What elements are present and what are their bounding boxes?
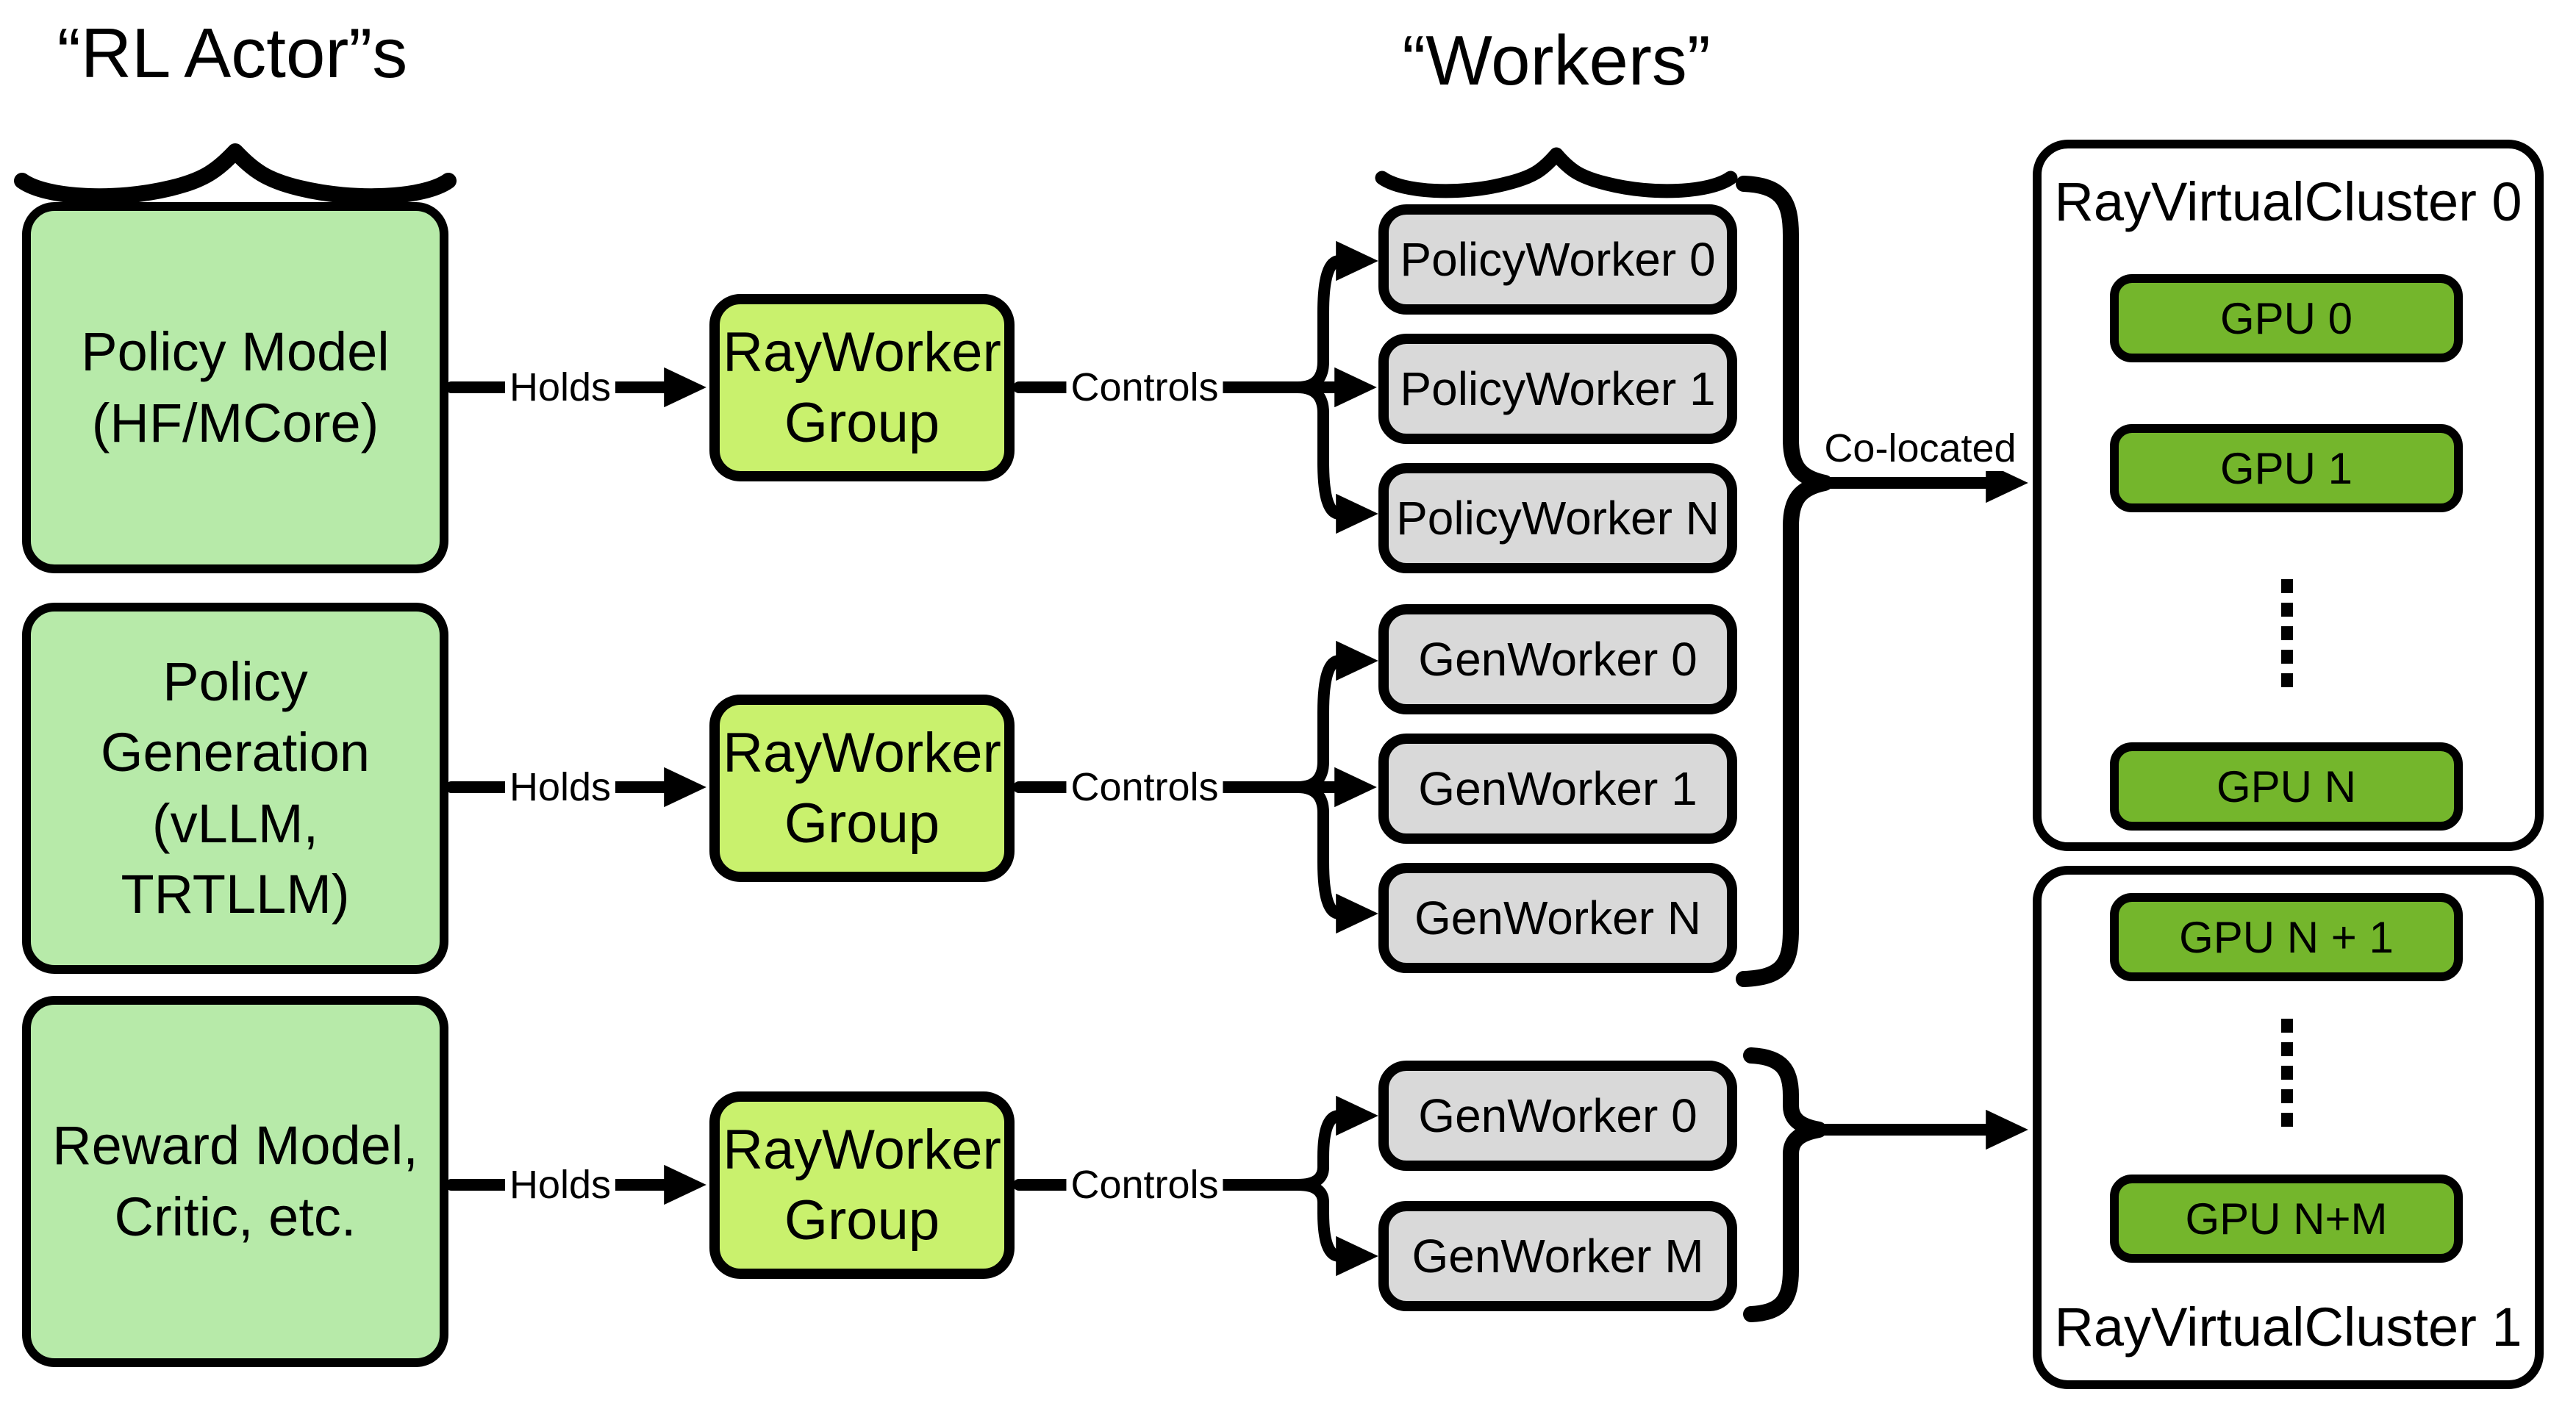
gpu-0-box: GPU 0 bbox=[2110, 274, 2463, 362]
policy-model-box: Policy Model (HF/MCore) bbox=[22, 202, 448, 573]
policy-generation-line2: Generation bbox=[100, 722, 371, 783]
rwg2-line2: Group bbox=[784, 792, 940, 855]
gen-worker-1-box: GenWorker 1 bbox=[1378, 734, 1737, 844]
gen-worker-0-label: GenWorker 0 bbox=[1418, 633, 1697, 686]
controls-branch-3-up bbox=[1292, 1095, 1378, 1191]
policy-worker-0-box: PolicyWorker 0 bbox=[1378, 204, 1737, 315]
colocated-brace-small bbox=[1743, 1047, 1827, 1322]
holds-label-1: Holds bbox=[504, 365, 616, 410]
controls-branch-1-down bbox=[1292, 381, 1378, 534]
ray-worker-group-box-2: RayWorker Group bbox=[709, 695, 1015, 882]
gen-worker-m-label: GenWorker M bbox=[1412, 1230, 1704, 1283]
controls-branch-3-down bbox=[1292, 1179, 1378, 1277]
holds-label-3: Holds bbox=[504, 1162, 616, 1208]
ellipsis-dots-cluster-0 bbox=[2281, 579, 2293, 687]
gpu-0-label: GPU 0 bbox=[2219, 293, 2353, 343]
reward-model-line2: Critic, etc. bbox=[114, 1186, 357, 1247]
gpu-1-box: GPU 1 bbox=[2110, 424, 2463, 512]
gen-worker-n-label: GenWorker N bbox=[1414, 892, 1702, 944]
gen-worker-n-box: GenWorker N bbox=[1378, 863, 1737, 973]
controls-branch-1-up bbox=[1292, 240, 1378, 393]
rwg2-line1: RayWorker bbox=[723, 721, 1001, 784]
rwg1-line2: Group bbox=[784, 391, 940, 454]
policy-worker-0-label: PolicyWorker 0 bbox=[1400, 233, 1716, 286]
policy-generation-line3: (vLLM, TRTLLM) bbox=[121, 792, 350, 925]
holds-label-2: Holds bbox=[504, 764, 616, 810]
rl-actors-title: “RL Actor”s bbox=[57, 14, 408, 93]
workers-brace bbox=[1375, 147, 1738, 198]
policy-worker-n-box: PolicyWorker N bbox=[1378, 463, 1737, 573]
ray-virtual-cluster-0-title: RayVirtualCluster 0 bbox=[2054, 171, 2522, 232]
gpu-1-label: GPU 1 bbox=[2219, 443, 2353, 493]
co-located-label: Co-located bbox=[1820, 426, 2021, 471]
policy-model-line2: (HF/MCore) bbox=[91, 392, 379, 453]
policy-generation-line1: Policy bbox=[162, 651, 308, 713]
ray-worker-group-box-3: RayWorker Group bbox=[709, 1091, 1015, 1279]
controls-branch-2-up bbox=[1292, 640, 1378, 793]
actors-brace bbox=[14, 143, 457, 205]
gen-worker-0-box: GenWorker 0 bbox=[1378, 604, 1737, 714]
gpu-n-plus-1-label: GPU N + 1 bbox=[2179, 912, 2394, 962]
controls-label-2: Controls bbox=[1066, 764, 1223, 810]
gen-worker-m-box: GenWorker M bbox=[1378, 1201, 1737, 1311]
controls-branch-2-down bbox=[1292, 781, 1378, 934]
gpu-n-box: GPU N bbox=[2110, 742, 2463, 831]
gpu-n-plus-1-box: GPU N + 1 bbox=[2110, 893, 2463, 981]
ellipsis-dots-cluster-1 bbox=[2281, 1019, 2293, 1127]
reward-model-line1: Reward Model, bbox=[52, 1115, 418, 1177]
ray-virtual-cluster-1-title: RayVirtualCluster 1 bbox=[2054, 1297, 2522, 1358]
rwg3-line1: RayWorker bbox=[723, 1118, 1001, 1181]
colocated-brace-large bbox=[1736, 176, 1833, 987]
controls-label-3: Controls bbox=[1066, 1162, 1223, 1208]
policy-worker-1-box: PolicyWorker 1 bbox=[1378, 334, 1737, 444]
gpu-n-label: GPU N bbox=[2216, 761, 2357, 811]
ray-worker-group-box-1: RayWorker Group bbox=[709, 294, 1015, 481]
policy-model-line1: Policy Model bbox=[81, 321, 390, 383]
rwg1-line1: RayWorker bbox=[723, 320, 1001, 384]
gpu-n-plus-m-box: GPU N+M bbox=[2110, 1175, 2463, 1263]
gen-worker-1-label: GenWorker 1 bbox=[1418, 762, 1697, 815]
reward-model-box: Reward Model, Critic, etc. bbox=[22, 996, 448, 1367]
controls-label-1: Controls bbox=[1066, 365, 1223, 410]
policy-worker-n-label: PolicyWorker N bbox=[1396, 492, 1720, 545]
policy-generation-box: Policy Generation (vLLM, TRTLLM) bbox=[22, 603, 448, 974]
gen-worker-0b-box: GenWorker 0 bbox=[1378, 1061, 1737, 1171]
workers-title: “Workers” bbox=[1402, 21, 1711, 100]
policy-worker-1-label: PolicyWorker 1 bbox=[1400, 362, 1716, 415]
gen-worker-0b-label: GenWorker 0 bbox=[1418, 1089, 1697, 1142]
gpu-n-plus-m-label: GPU N+M bbox=[2185, 1194, 2388, 1244]
rwg3-line2: Group bbox=[784, 1188, 940, 1252]
